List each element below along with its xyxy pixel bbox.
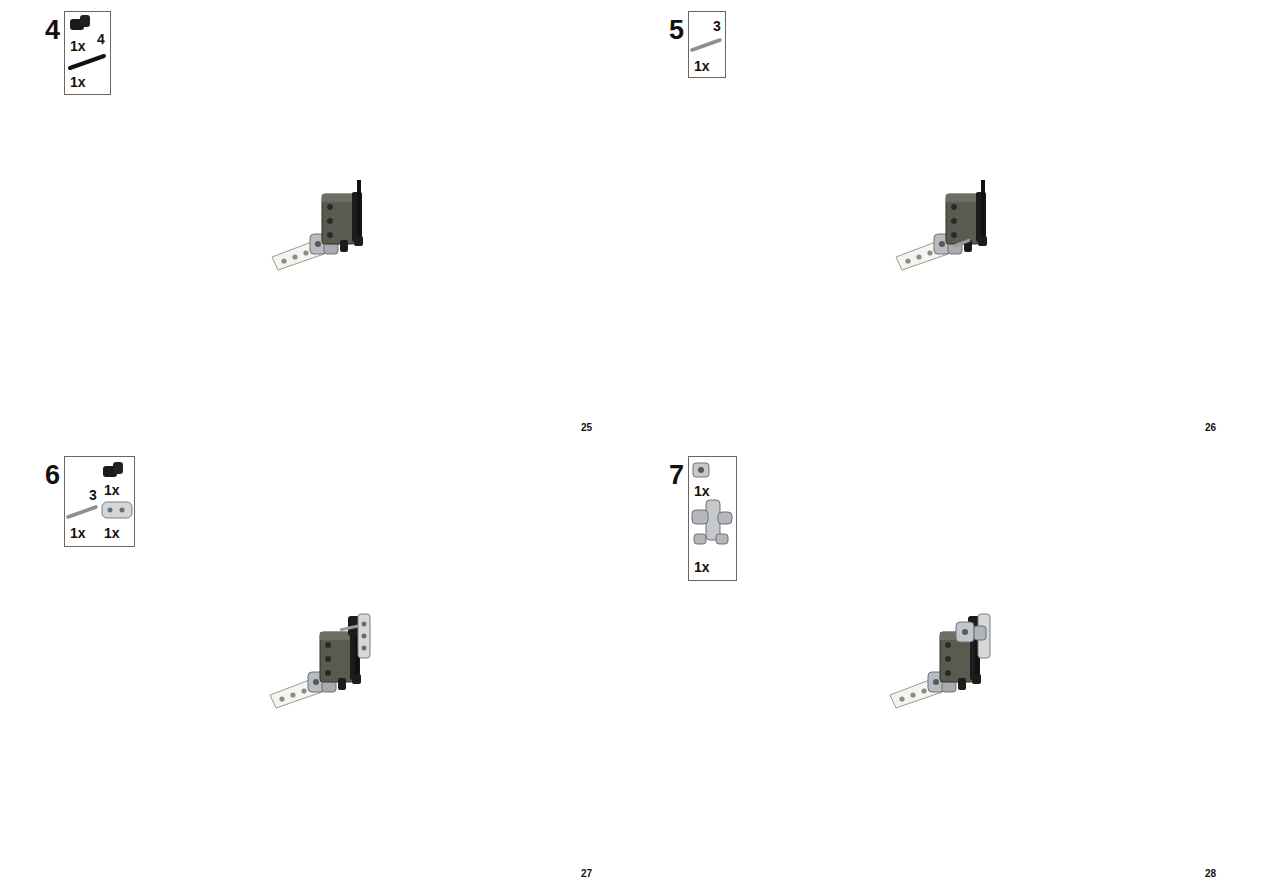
part-count: 1x [694,560,710,574]
model [270,614,370,708]
model [272,180,363,270]
page-number: 25 [581,423,592,433]
step-number: 6 [45,462,60,489]
part-count: 1x [104,483,120,497]
part-count: 3 [713,19,721,33]
part-count: 4 [97,32,105,46]
part-count: 1x [104,526,120,540]
model [896,180,987,270]
parts-box: 631x1x1x [64,456,135,547]
part-count: 1x [694,59,710,73]
step-number: 5 [669,17,684,44]
step-number: 7 [669,462,684,489]
parts-box: 71x1x [688,456,737,581]
part-count: 1x [70,526,86,540]
page-number: 27 [581,869,592,879]
part-count: 1x [694,484,710,498]
part-count: 3 [89,488,97,502]
model [890,614,990,708]
parts-box: 531x [688,11,726,78]
part-icon [68,15,732,544]
step-number: 4 [45,17,60,44]
parts-box: 41x41x [64,11,111,95]
part-count: 1x [70,39,86,53]
page-number: 28 [1205,869,1216,879]
page-number: 26 [1205,423,1216,433]
part-count: 1x [70,75,86,89]
